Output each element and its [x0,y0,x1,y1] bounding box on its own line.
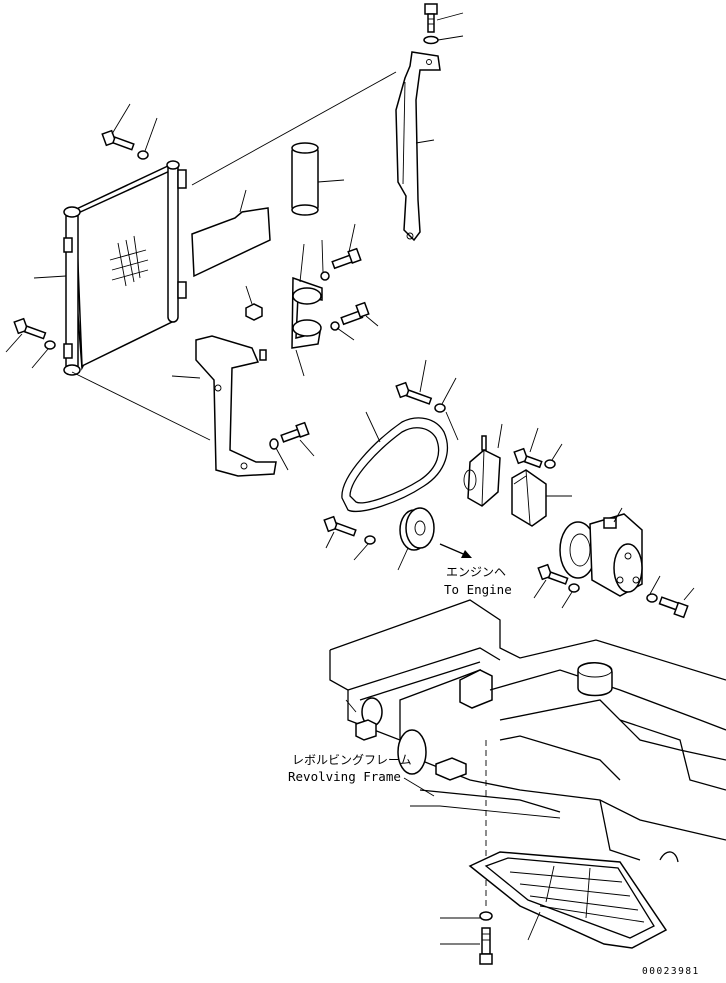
compressor-bolt-right [658,587,695,619]
pulley [397,507,435,571]
condenser-bolt-bottom [5,317,47,353]
condenser-washer-bottom [31,340,56,369]
pulley-washer [353,535,376,561]
label-revolving-frame-jp: レボルビングフレーム [292,753,412,767]
clamp-washer-upper [320,239,330,281]
bracket-washer [544,443,563,469]
mount-washer [269,438,289,471]
mount-bolt [280,421,315,457]
compressor-bolt-left [533,563,569,599]
compressor-washer-left [561,583,580,609]
clamp-bolt-upper [331,223,362,270]
tensioner-washer [434,377,457,413]
condenser-mount-bracket [171,335,277,477]
leader-mount-condenser [71,371,211,441]
step-plate [468,851,668,949]
arrow-to-engine [439,543,472,558]
label-to-engine-en: To Engine [444,582,512,597]
leader-bracket-condenser [191,71,397,186]
clamp-nut [245,285,263,321]
compressor-bracket [511,469,572,527]
compressor-washer-right [646,575,661,603]
clamp-washer-lower [330,321,355,341]
condenser-bolt-top [101,103,135,151]
tensioner-bolt [395,359,433,405]
step-washer [440,911,493,921]
leader-revolving-frame [403,777,435,797]
ac-compressor [559,507,643,597]
label-revolving-frame-en: Revolving Frame [288,769,401,784]
dryer-clamp-bracket [291,243,323,377]
condenser-washer-top [137,117,158,160]
bracket-bolt [513,427,543,469]
condenser [33,160,187,376]
leader-washer-tensioner [445,411,459,441]
pulley-bolt [323,515,357,549]
clamp-bolt-lower [340,301,379,327]
top-washer [423,35,464,45]
label-to-engine-jp: エンジンヘ [446,565,506,579]
revolving-frame [329,599,726,910]
seal-panel [191,189,271,278]
top-bolt [424,3,464,33]
support-bracket-long [395,51,441,242]
receiver-dryer [291,142,345,216]
step-bolt [440,927,493,965]
drive-belt [341,411,448,512]
belt-tensioner [463,423,503,507]
drawing-number: 00023981 [642,966,700,977]
